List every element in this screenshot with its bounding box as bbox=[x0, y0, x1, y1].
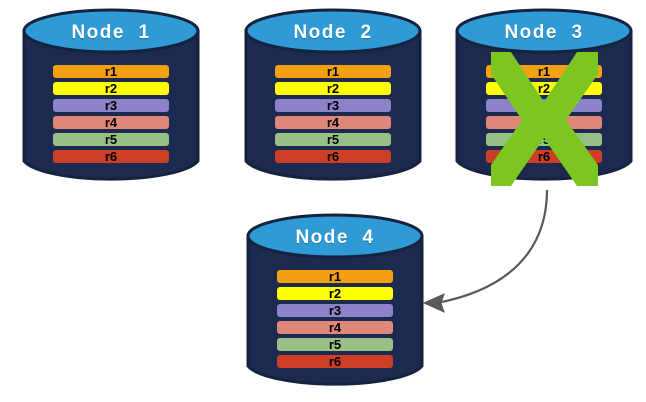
node-4-record-r6[interactable]: r6 bbox=[277, 355, 393, 368]
node-4[interactable]: Node 4 r1 r2 r3 r4 r5 r6 bbox=[246, 213, 424, 389]
node-2-record-r3[interactable]: r3 bbox=[275, 99, 391, 112]
node-4-record-r1[interactable]: r1 bbox=[277, 270, 393, 283]
node-1-record-r6[interactable]: r6 bbox=[53, 150, 169, 163]
node-1-record-r3[interactable]: r3 bbox=[53, 99, 169, 112]
node-2-record-r6[interactable]: r6 bbox=[275, 150, 391, 163]
node-4-record-r2[interactable]: r2 bbox=[277, 287, 393, 300]
node-3[interactable]: Node 3 r1 r2 r3 r4 r5 r6 bbox=[455, 8, 633, 186]
node-2-record-r4[interactable]: r4 bbox=[275, 116, 391, 129]
x-mark-icon bbox=[491, 52, 598, 186]
node-1[interactable]: Node 1 r1 r2 r3 r4 r5 r6 bbox=[22, 8, 200, 184]
node-4-record-r5[interactable]: r5 bbox=[277, 338, 393, 351]
node-2-record-r5[interactable]: r5 bbox=[275, 133, 391, 146]
node-4-record-r4[interactable]: r4 bbox=[277, 321, 393, 334]
node-1-record-r2[interactable]: r2 bbox=[53, 82, 169, 95]
node-2-record-r1[interactable]: r1 bbox=[275, 65, 391, 78]
node-1-record-r4[interactable]: r4 bbox=[53, 116, 169, 129]
node-1-record-r1[interactable]: r1 bbox=[53, 65, 169, 78]
node-4-record-r3[interactable]: r3 bbox=[277, 304, 393, 317]
node-2-record-r2[interactable]: r2 bbox=[275, 82, 391, 95]
node-1-record-r5[interactable]: r5 bbox=[53, 133, 169, 146]
node-2[interactable]: Node 2 r1 r2 r3 r4 r5 r6 bbox=[244, 8, 422, 184]
